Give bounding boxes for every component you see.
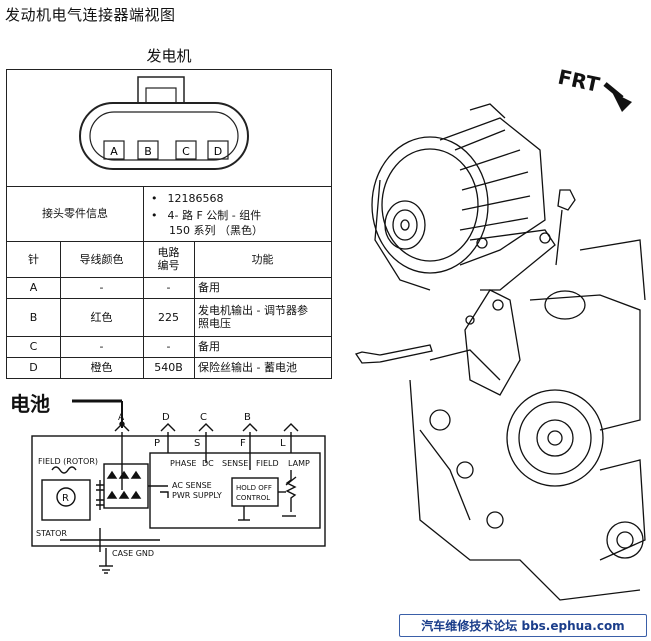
- connector-heading: 发电机: [146, 47, 192, 65]
- row-a-function: 备用: [198, 281, 220, 294]
- watermark: 汽车维修技术论坛 bbs.ephua.com: [399, 614, 647, 637]
- pin-b-label: B: [144, 145, 152, 158]
- pin-b-cavity: [137, 140, 159, 160]
- pin-a-label: A: [110, 145, 118, 158]
- stator: [41, 479, 91, 521]
- label-stator: STATOR: [36, 529, 67, 538]
- row-d-color: 橙色: [90, 361, 113, 374]
- pin-a-cavity: [103, 140, 125, 160]
- alternator-drawing: [371, 103, 546, 274]
- row-b-color: 红色: [90, 310, 113, 324]
- label-control: CONTROL: [236, 494, 270, 502]
- terminal-l: L: [280, 438, 286, 449]
- terminal-a: A: [118, 413, 125, 423]
- engine-block-drawing: [374, 179, 646, 601]
- label-hold-off: HOLD OFF: [236, 484, 272, 492]
- pinout-table: 接头零件信息 •12186568 •4- 路 F 公制 - 组件 150 系列 …: [6, 69, 332, 379]
- row-c-pin: C: [29, 340, 38, 353]
- label-lamp: LAMP: [288, 459, 310, 468]
- power-steering-pump-drawing: [506, 290, 641, 487]
- row-d-function: 保险丝输出 - 蓄电池: [198, 361, 297, 374]
- label-pwr-supply: PWR SUPPLY: [172, 491, 222, 500]
- pump-pulley: [506, 389, 604, 487]
- front-direction-label: FRT: [556, 65, 602, 97]
- connector-body: [79, 102, 249, 170]
- row-d-pin: D: [29, 361, 38, 374]
- row-c-function: 备用: [198, 340, 220, 353]
- row-b-function: 发电机输出 - 调节器参照电压: [198, 304, 308, 330]
- label-phase: PHASE: [170, 459, 196, 468]
- pin-c-label: C: [182, 145, 190, 158]
- row-a-pin: A: [29, 281, 38, 294]
- col-function: 功能: [251, 252, 274, 266]
- rotor: [56, 487, 76, 507]
- part-info-line-3: 150 系列 （黑色）: [169, 223, 263, 237]
- alternator-pulley: [384, 200, 426, 250]
- part-info-line-2: •4- 路 F 公制 - 组件: [151, 208, 262, 222]
- row-a-color: -: [99, 281, 104, 294]
- terminal-p: P: [154, 438, 160, 449]
- label-case-gnd: CASE GND: [112, 549, 154, 558]
- row-c-color: -: [99, 340, 104, 353]
- pin-d-cavity: [207, 140, 229, 160]
- terminal-c: C: [200, 412, 207, 423]
- alternator-housing: [31, 435, 326, 547]
- front-direction-arrow: [603, 82, 632, 112]
- pin-c-cavity: [175, 140, 197, 160]
- terminal-f: F: [240, 438, 246, 449]
- row-d-circuit: 540B: [154, 361, 183, 374]
- label-field: FIELD: [256, 459, 279, 468]
- terminal-s: S: [194, 438, 200, 449]
- part-info-label: 接头零件信息: [42, 207, 108, 220]
- battery-label: 电池: [10, 392, 50, 416]
- bracket-drawing: [464, 229, 556, 396]
- terminal-b: B: [244, 412, 251, 423]
- row-b-circuit: 225: [158, 310, 179, 324]
- bolt-drawing: [354, 189, 576, 364]
- row-b-pin: B: [29, 310, 38, 324]
- label-field-rotor: FIELD (ROTOR): [38, 457, 98, 466]
- pin-d-label: D: [214, 145, 222, 158]
- label-sense: SENSE: [222, 459, 248, 468]
- terminal-d: D: [162, 412, 170, 423]
- label-ac-sense: AC SENSE: [172, 481, 212, 490]
- col-circuit: 电路编号: [157, 246, 180, 272]
- page-title: 发动机电气连接器端视图: [5, 6, 176, 24]
- rotor-symbol: R: [62, 493, 69, 504]
- row-a-circuit: -: [166, 281, 171, 294]
- col-pin: 针: [28, 252, 39, 266]
- col-wire-color: 导线颜色: [79, 252, 124, 266]
- row-c-circuit: -: [166, 340, 171, 353]
- part-info-line-1: •12186568: [151, 191, 224, 205]
- regulator-box: [149, 452, 321, 529]
- label-dc: DC: [202, 459, 214, 468]
